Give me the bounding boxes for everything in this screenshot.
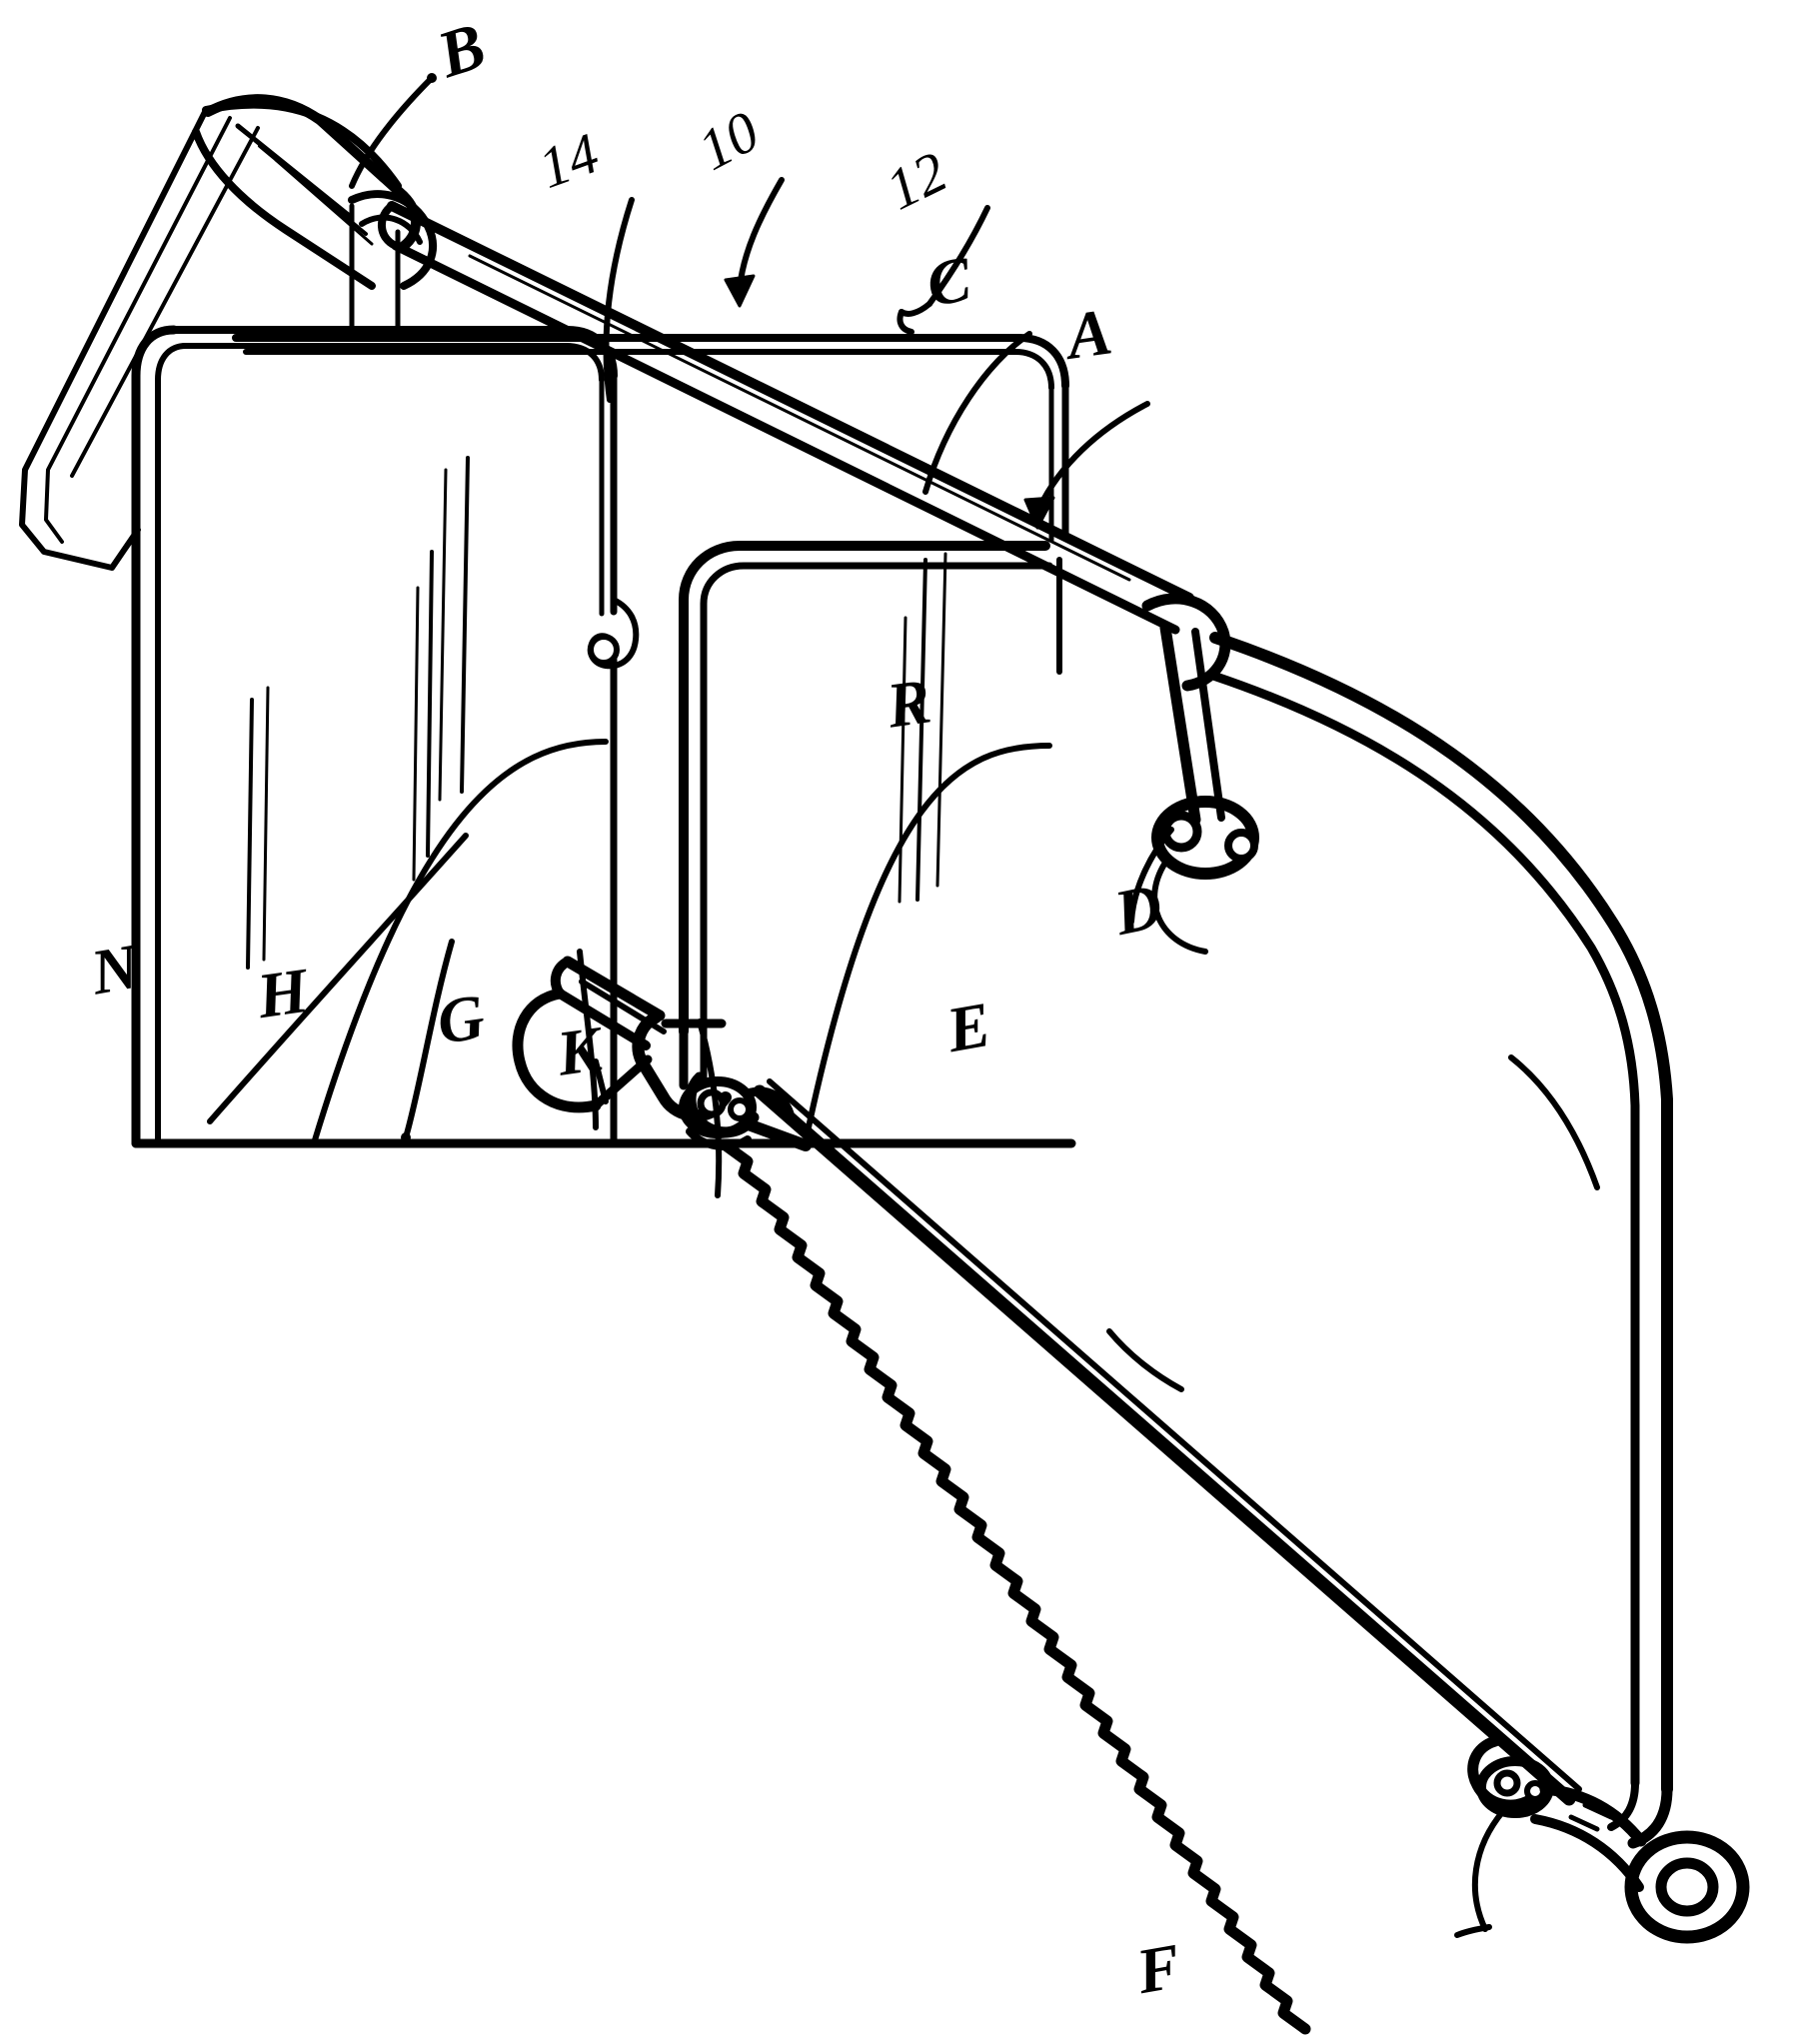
ref-label-K: K: [553, 1013, 606, 1089]
plate-shading-hatch: [246, 456, 947, 970]
plate-fold-curve: [311, 739, 1052, 1146]
ref-label-H: H: [253, 954, 313, 1032]
handle-grip-shape: [192, 94, 438, 333]
ref-label-A: A: [1062, 295, 1116, 374]
ref-label-R: R: [883, 665, 935, 742]
blade-tension-eye-shape: [1467, 1735, 1750, 1944]
ref-label-G: G: [433, 981, 489, 1057]
center-post-shape: [679, 541, 1053, 1090]
frame-rear-leg-shape: [1208, 632, 1673, 1849]
leader-lines: [207, 73, 1600, 1938]
clamp-plate-front-panel: [131, 325, 1076, 1148]
saw-blade-shape: [720, 1078, 1582, 2035]
pivot-link-shape: [1141, 593, 1259, 955]
